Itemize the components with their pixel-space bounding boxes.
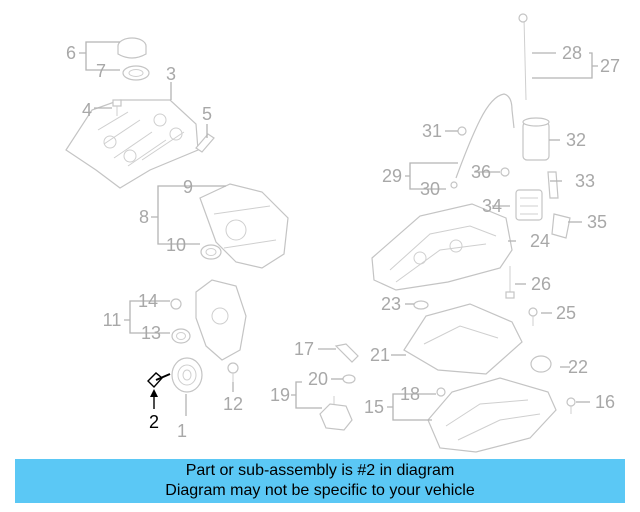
callout-4: 4 <box>82 100 92 120</box>
callout-9: 9 <box>183 177 193 197</box>
callout-8: 8 <box>139 207 149 227</box>
callout-21: 21 <box>370 345 390 365</box>
valve-cover <box>65 99 199 189</box>
callout-6: 6 <box>66 43 76 63</box>
callout-22: 22 <box>568 357 588 377</box>
banner-line-2: Diagram may not be specific to your vehi… <box>165 482 475 499</box>
bolt-25 <box>528 307 538 326</box>
callout-23: 23 <box>381 294 401 314</box>
crankshaft-seal <box>171 328 191 344</box>
oil-filler-cap <box>117 37 147 59</box>
callout-31: 31 <box>422 121 442 141</box>
callout-15: 15 <box>364 397 384 417</box>
callout-24: 24 <box>530 231 550 251</box>
valve-cover-gasket <box>195 133 215 153</box>
bolt-16 <box>566 397 576 414</box>
timing-cover-seal <box>200 244 222 260</box>
oil-pump <box>319 396 353 431</box>
callout-30: 30 <box>420 179 440 199</box>
dipstick-tube <box>455 93 515 179</box>
callout-26: 26 <box>531 274 551 294</box>
callout-35: 35 <box>587 212 607 232</box>
cover-plug <box>170 298 182 310</box>
oil-cooler <box>515 189 543 221</box>
callout-3: 3 <box>166 64 176 84</box>
callout-25: 25 <box>556 303 576 323</box>
filler-cap-seal <box>122 65 150 81</box>
dipstick <box>518 13 528 101</box>
callout-14: 14 <box>138 291 158 311</box>
callout-11: 11 <box>103 310 122 330</box>
callout-16: 16 <box>595 392 615 412</box>
callout-2: 2 <box>149 412 159 432</box>
valve-cover-bolt <box>112 99 122 116</box>
seal-20 <box>342 374 356 384</box>
upper-oil-pan <box>371 203 513 291</box>
callout-12: 12 <box>223 394 243 414</box>
callout-7: 7 <box>96 61 106 81</box>
callout-10: 10 <box>166 235 186 255</box>
lower-timing-cover <box>195 279 247 361</box>
callout-20: 20 <box>308 369 328 389</box>
baffle-plate <box>403 303 523 375</box>
pipe <box>334 343 359 363</box>
callout-17: 17 <box>294 339 314 359</box>
drain-plug <box>530 355 552 373</box>
pan-plug-18 <box>436 387 446 397</box>
pan-bolt <box>505 266 515 299</box>
o-ring <box>413 300 429 310</box>
callout-32: 32 <box>566 130 586 150</box>
callout-1: 1 <box>177 421 187 441</box>
leader-lines <box>79 41 598 421</box>
banner-line-1: Part or sub-assembly is #2 in diagram <box>185 462 455 479</box>
info-banner: Part or sub-assembly is #2 in diagram Di… <box>15 459 625 503</box>
crankshaft-pulley <box>171 357 203 393</box>
callout-28: 28 <box>562 43 582 63</box>
gasket <box>551 213 571 239</box>
timing-cover <box>199 183 289 269</box>
callout-18: 18 <box>400 384 420 404</box>
callout-19: 19 <box>270 385 290 405</box>
callout-29: 29 <box>382 166 402 186</box>
pulley-bolt-highlighted <box>147 372 171 409</box>
small-bolt <box>500 167 510 177</box>
sensor <box>227 362 239 382</box>
bracket <box>547 171 559 199</box>
oil-filter <box>522 117 550 161</box>
callout-labels: 1 2 3 4 5 6 7 8 9 10 11 12 13 14 15 16 1… <box>66 43 620 441</box>
tube-bolt <box>450 126 467 189</box>
callout-5: 5 <box>202 104 212 124</box>
callout-13: 13 <box>141 323 161 343</box>
lower-oil-pan <box>427 377 557 453</box>
callout-27: 27 <box>600 56 620 76</box>
callout-34: 34 <box>482 196 502 216</box>
callout-33: 33 <box>575 171 595 191</box>
callout-36: 36 <box>471 162 491 182</box>
